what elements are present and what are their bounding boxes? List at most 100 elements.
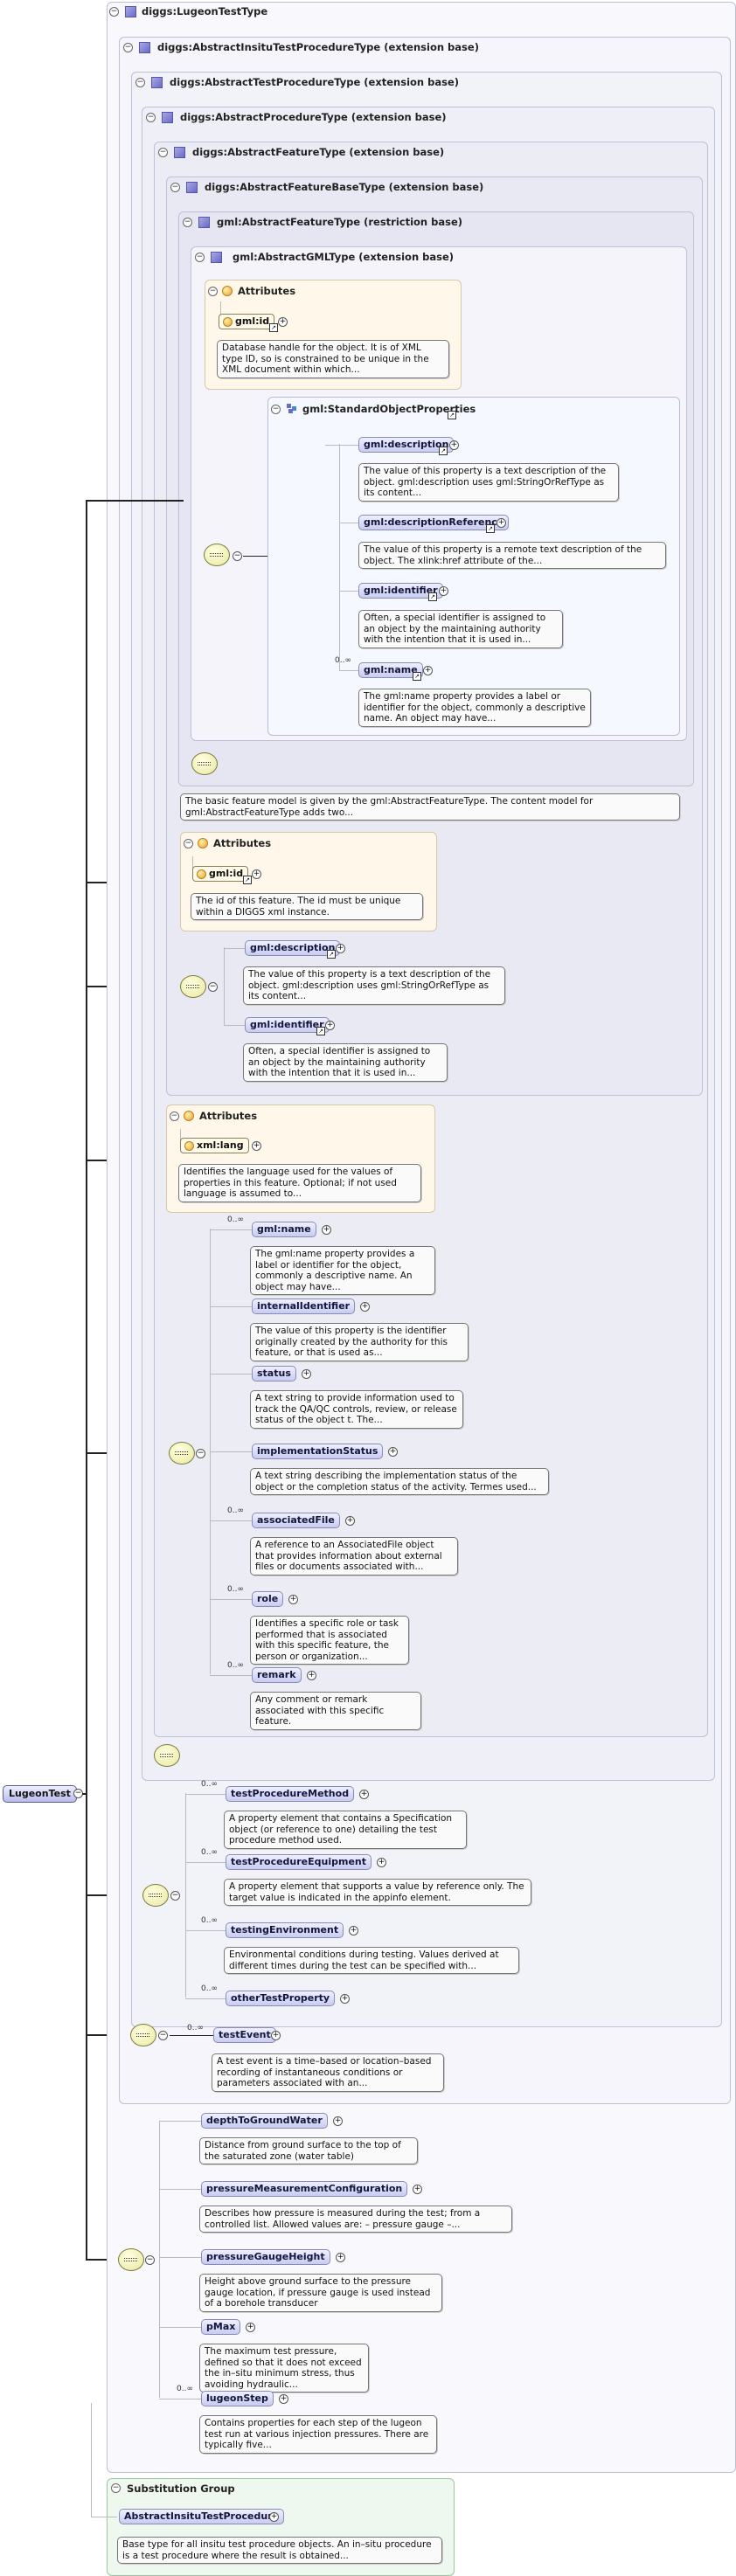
element-pmax[interactable]: pMax	[201, 2319, 241, 2335]
element-role[interactable]: role	[252, 1591, 284, 1607]
collapse-icon[interactable]: −	[145, 2255, 155, 2265]
expand-icon[interactable]: +	[345, 1516, 355, 1526]
element-testprocedureequipment[interactable]: testProcedureEquipment	[226, 1854, 372, 1870]
expand-icon[interactable]: +	[423, 666, 433, 675]
reference-icon: ↗	[428, 592, 437, 601]
element-testproceduremethod[interactable]: testProcedureMethod	[226, 1786, 355, 1802]
element-doc: Any comment or remark associated with th…	[250, 1692, 421, 1730]
element-doc: The maximum test pressure, defined so th…	[199, 2344, 369, 2392]
el-connector	[185, 1998, 226, 1999]
element-testingenvironment[interactable]: testingEnvironment	[226, 1922, 344, 1938]
abstract-insitu-element[interactable]: AbstractInsituTestProcedure	[119, 2509, 285, 2524]
expand-icon[interactable]: +	[279, 2394, 288, 2404]
expand-icon[interactable]: +	[252, 869, 261, 879]
reference-icon: ↗	[486, 524, 495, 533]
subst-connector	[91, 2403, 92, 2517]
expand-icon[interactable]: +	[377, 1858, 386, 1867]
element-pressuremeasurementconfiguration[interactable]: pressureMeasurementConfiguration	[201, 2181, 408, 2197]
fb-gml-id-attribute[interactable]: gml:id	[192, 866, 249, 882]
collapse-icon[interactable]: −	[109, 7, 119, 17]
el-connector	[339, 591, 358, 592]
gml-identifier-element[interactable]: gml:identifier	[358, 583, 443, 599]
element-gml-name[interactable]: gml:name	[252, 1222, 316, 1237]
collapse-icon[interactable]: −	[135, 78, 145, 87]
expand-icon[interactable]: +	[246, 2323, 255, 2332]
el-name: testingEnvironment	[231, 1924, 339, 1935]
el-connector	[210, 1229, 252, 1230]
el-connector	[224, 948, 246, 949]
fb-gml-description-element[interactable]: gml:description	[245, 940, 341, 956]
collapse-icon[interactable]: −	[208, 287, 218, 296]
seq-connector	[224, 947, 225, 1026]
expand-icon[interactable]: +	[360, 1302, 370, 1312]
expand-icon[interactable]: +	[413, 2185, 422, 2194]
sequence-icon	[169, 1442, 195, 1465]
element-remark[interactable]: remark	[252, 1667, 302, 1683]
collapse-icon[interactable]: −	[146, 113, 156, 122]
expand-icon[interactable]: +	[439, 586, 448, 596]
element-doc: A text string describing the implementat…	[250, 1468, 549, 1495]
expand-icon[interactable]: +	[271, 2031, 281, 2040]
expand-icon[interactable]: +	[325, 1021, 335, 1030]
expand-icon[interactable]: +	[336, 944, 345, 953]
xml-lang-attribute[interactable]: xml:lang	[180, 1138, 249, 1153]
collapse-icon[interactable]: −	[170, 183, 180, 192]
expand-icon[interactable]: +	[252, 1141, 261, 1151]
collapse-icon[interactable]: −	[170, 1111, 179, 1121]
element-status[interactable]: status	[252, 1366, 296, 1381]
element-implementationstatus[interactable]: implementationStatus	[252, 1444, 384, 1459]
featurebase-type-title: diggs:AbstractFeatureBaseType (extension…	[205, 181, 484, 193]
expand-icon[interactable]: +	[340, 1994, 350, 2004]
collapse-icon[interactable]: −	[123, 43, 133, 52]
gml-id-attribute[interactable]: gml:id	[219, 314, 275, 329]
expand-icon[interactable]: +	[322, 1225, 331, 1235]
fb-gml-description-doc: The value of this property is a text des…	[243, 966, 505, 1005]
expand-icon[interactable]: +	[302, 1369, 311, 1379]
expand-icon[interactable]: +	[496, 518, 506, 528]
el-name: implementationStatus	[257, 1445, 378, 1457]
complex-type-icon	[198, 217, 210, 228]
fb-gml-id-doc: The id of this feature. The id must be u…	[191, 893, 423, 920]
collapse-icon[interactable]: −	[195, 253, 205, 262]
gml-name-element[interactable]: gml:name	[358, 662, 423, 678]
root-element[interactable]: LugeonTest	[3, 1785, 77, 1803]
expand-icon[interactable]: +	[449, 440, 459, 450]
element-othertestproperty[interactable]: otherTestProperty	[226, 1991, 336, 2006]
element-internalidentifier[interactable]: internalIdentifier	[252, 1298, 356, 1314]
expand-icon[interactable]: +	[388, 1447, 398, 1457]
test-event-element[interactable]: testEvent	[213, 2027, 276, 2043]
expand-icon[interactable]: +	[288, 1595, 298, 1604]
expand-icon[interactable]: +	[359, 1790, 369, 1799]
expand-icon[interactable]: +	[336, 2253, 345, 2262]
expand-icon[interactable]: +	[307, 1671, 316, 1680]
element-doc: A property element that supports a value…	[224, 1879, 531, 1906]
expand-icon[interactable]: +	[333, 2116, 343, 2126]
expand-icon[interactable]: +	[349, 1926, 358, 1935]
el-connector	[210, 1374, 252, 1375]
collapse-icon[interactable]: −	[170, 1891, 180, 1901]
collapse-icon[interactable]: −	[183, 218, 192, 227]
gmlfeature-type-title: gml:AbstractFeatureType (restriction bas…	[217, 216, 463, 228]
element-lugeonstep[interactable]: lugeonStep	[201, 2391, 274, 2406]
expand-icon[interactable]: +	[278, 317, 288, 327]
collapse-icon[interactable]: −	[196, 1449, 205, 1458]
el-connector	[185, 1794, 226, 1795]
expand-icon[interactable]: +	[269, 2512, 279, 2522]
collapse-icon[interactable]: −	[158, 2031, 168, 2040]
sequence-icon	[130, 2024, 156, 2046]
collapse-icon[interactable]: −	[208, 982, 218, 992]
group-connector	[339, 444, 340, 671]
element-doc: The value of this property is the identi…	[250, 1323, 469, 1361]
collapse-icon[interactable]: −	[271, 405, 281, 414]
element-depthtogroundwater[interactable]: depthToGroundWater	[201, 2113, 328, 2129]
collapse-icon[interactable]: −	[233, 551, 242, 561]
collapse-icon[interactable]: −	[184, 839, 193, 848]
element-pressuregaugeheight[interactable]: pressureGaugeHeight	[201, 2249, 330, 2265]
gml-descriptionreference-element[interactable]: gml:descriptionReference	[358, 515, 510, 530]
collapse-icon[interactable]: −	[158, 148, 168, 157]
element-doc: Contains properties for each step of the…	[199, 2415, 437, 2454]
el-name: gml:descriptionReference	[364, 516, 504, 528]
element-associatedfile[interactable]: associatedFile	[252, 1513, 340, 1528]
collapse-icon[interactable]: −	[111, 2483, 121, 2493]
el-name: lugeonStep	[206, 2392, 268, 2404]
